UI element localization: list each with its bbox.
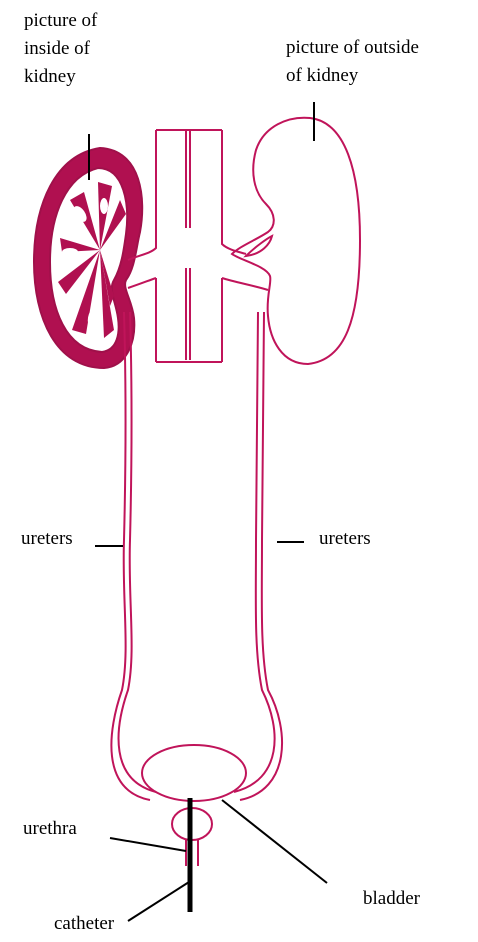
leader-bladder [222,800,327,883]
leader-urethra [110,838,186,851]
label-ureters-right: ureters [319,525,371,553]
label-ureters-left: ureters [21,525,73,553]
label-inside-kidney: picture of inside of kidney [24,7,97,91]
label-urethra: urethra [23,815,77,843]
right-ureter-outline [240,312,282,800]
ureters-and-bladder [111,312,282,866]
kidney-outside-hilum [246,236,272,256]
leader-catheter [128,882,189,921]
label-bladder: bladder [363,885,420,913]
kidney-inside-cross-section [34,148,142,368]
right-ureter-inner [234,312,275,792]
bladder-outline [142,745,246,801]
label-outside-kidney: picture of outside of kidney [286,34,419,90]
central-blood-vessels [128,130,268,362]
label-catheter: catheter [54,910,114,938]
kidney-outside-outline [232,118,360,364]
